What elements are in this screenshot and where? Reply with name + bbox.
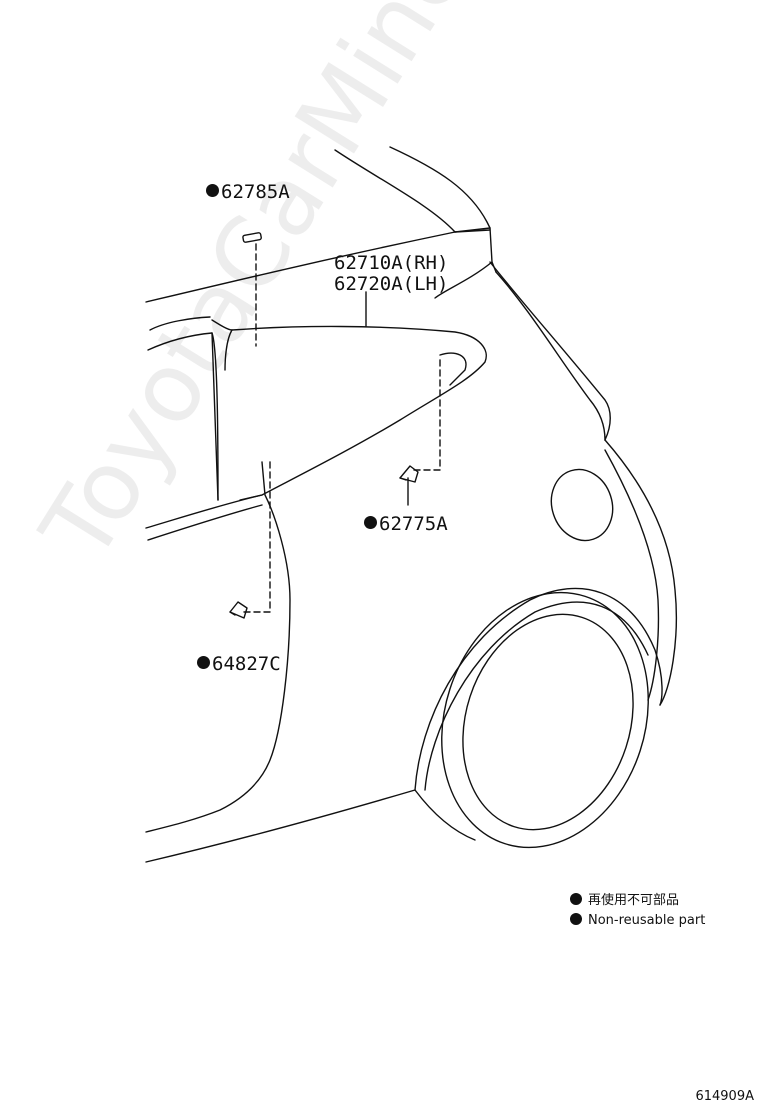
fuel-door [550,468,614,542]
tire-inner [462,613,634,831]
quarter-window-inner [439,352,467,386]
non-reusable-marker-icon [364,516,377,529]
wheel-arch-inner [424,601,649,791]
belt-line-lower [147,504,263,541]
leader-lines [242,243,441,613]
clip-62785-icon [242,232,262,243]
door-pillar [211,332,219,501]
quarter-rear-edge [604,439,678,706]
part-label-62785[interactable]: 62785A [206,183,290,202]
non-reusable-marker-icon [206,184,219,197]
spoiler-lower [454,229,491,233]
legend-marker-icon [570,893,582,905]
leader-lines-solid [365,291,409,506]
roof-line [145,227,491,303]
part-label-64827[interactable]: 64827C [197,655,281,674]
diagram-reference-number: 614909A [695,1089,754,1104]
legend-row-en: Non-reusable part [570,913,705,927]
rocker-line-2 [414,789,476,841]
quarter-window [231,325,487,501]
spoiler-upper [334,149,456,233]
quarter-rear-edge-inner [604,449,660,701]
clip-64827-icon [229,601,248,619]
rear-hatch-edge [495,271,606,441]
door-window-frame [147,332,219,501]
door-rear-edge [145,461,291,833]
non-reusable-marker-icon [197,656,210,669]
wheel-arch-outer [414,587,663,791]
part-label-62720-lh[interactable]: 62720A(LH) [334,273,449,295]
rear-pillar-edge [434,261,493,299]
legend-row-jp: 再使用不可部品 [570,893,679,907]
belt-line-upper [145,494,263,529]
rear-hatch-edge-inner [489,261,611,441]
legend-marker-icon [570,913,582,925]
spoiler-outer [389,146,497,273]
part-label-62710-rh[interactable]: 62710A(RH) [334,252,449,274]
part-label-62775[interactable]: 62775A [364,515,448,534]
rocker-line [145,789,416,863]
tire-outer [441,591,649,849]
roof-inner-line [149,316,211,331]
clip-62775-icon [399,465,419,483]
door-window-frame-inner [211,319,233,371]
